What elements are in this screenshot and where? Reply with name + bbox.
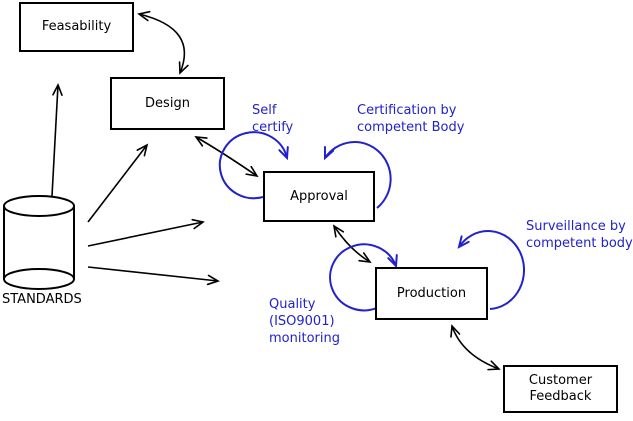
node-design: Design xyxy=(110,77,225,130)
annotation-certification: Certification by competent Body xyxy=(357,103,465,135)
loop-self-certify xyxy=(218,131,288,200)
edge-production-customer-feedback xyxy=(451,325,500,370)
edge-standards-production xyxy=(87,266,219,282)
node-production: Production xyxy=(375,267,488,320)
edge-design-approval xyxy=(195,136,258,177)
node-standards-label: STANDARDS xyxy=(2,292,82,307)
loop-surveillance xyxy=(458,230,526,310)
standards-cylinder-shape xyxy=(3,195,75,290)
annotation-quality: Quality (ISO9001) monitoring xyxy=(269,297,340,346)
edge-standards-design xyxy=(87,144,148,223)
annotation-surveillance: Surveillance by competent body xyxy=(526,219,633,251)
node-feasability: Feasability xyxy=(19,2,134,52)
edge-standards-approval xyxy=(87,221,204,247)
annotation-loops xyxy=(218,131,526,312)
loop-certification xyxy=(324,141,392,209)
node-production-label: Production xyxy=(396,285,467,301)
node-design-label: Design xyxy=(145,95,190,111)
node-approval-label: Approval xyxy=(290,188,348,204)
edge-feasability-design xyxy=(138,13,186,74)
node-approval: Approval xyxy=(263,171,375,222)
node-customer-feedback: Customer Feedback xyxy=(503,365,618,413)
diagram-edges xyxy=(51,13,500,370)
loop-quality xyxy=(329,243,397,312)
node-feasability-label: Feasability xyxy=(41,19,112,34)
annotation-self-certify: Self certify xyxy=(252,103,294,135)
node-customer-feedback-label: Customer Feedback xyxy=(528,373,593,404)
edge-standards-feasability xyxy=(51,84,59,197)
